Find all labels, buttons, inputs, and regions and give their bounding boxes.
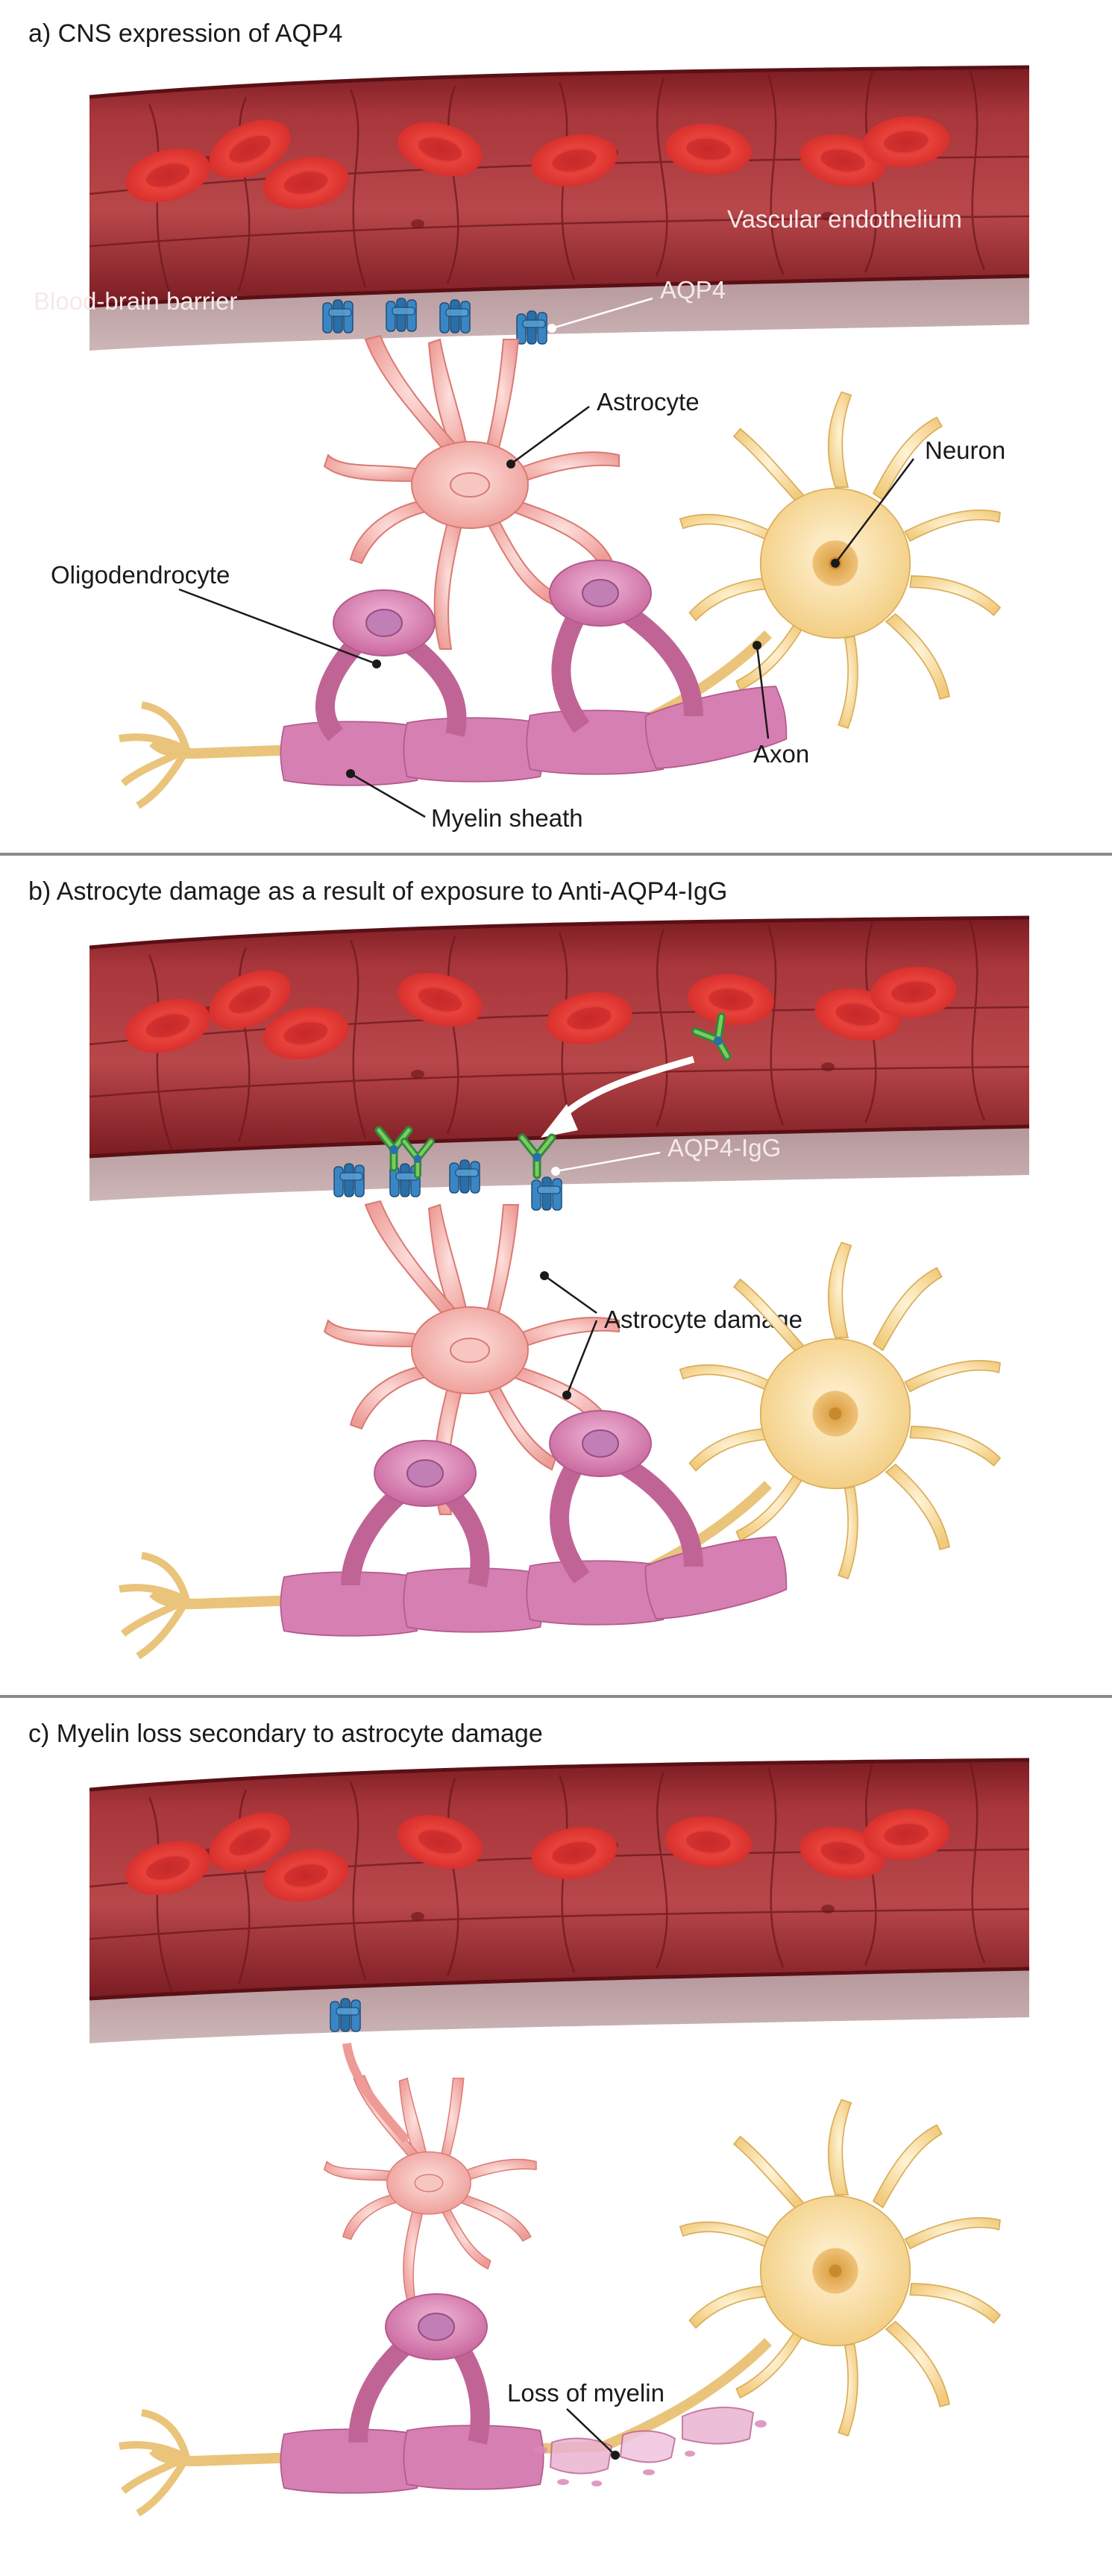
axon-leader xyxy=(756,645,770,739)
panel-c-title: c) Myelin loss secondary to astrocyte da… xyxy=(28,1720,543,1748)
panel-a: a) CNS expression of AQP4 Vascular endot… xyxy=(0,0,1112,850)
label-aqp4: AQP4 xyxy=(660,276,726,304)
degraded-myelin xyxy=(534,2407,767,2486)
astrocyte-damage-leader-1 xyxy=(544,1274,597,1314)
loss-of-myelin-leader xyxy=(566,2408,616,2456)
blood-vessel xyxy=(89,1760,1029,2043)
label-blood-brain-barrier: Blood-brain barrier xyxy=(34,287,237,315)
panel-a-title: a) CNS expression of AQP4 xyxy=(28,19,342,48)
label-myelin-sheath: Myelin sheath xyxy=(431,804,583,832)
panel-a-diagram: a) CNS expression of AQP4 Vascular endot… xyxy=(0,0,1112,850)
axon-terminals xyxy=(119,1552,190,1660)
divider-1 xyxy=(0,853,1112,856)
panel-c: c) Myelin loss secondary to astrocyte da… xyxy=(0,1700,1112,2576)
label-loss-of-myelin: Loss of myelin xyxy=(507,2379,665,2407)
igg-arrowhead xyxy=(541,1104,578,1138)
divider-2 xyxy=(0,1695,1112,1698)
oligodendrocyte-leader xyxy=(178,588,377,665)
axon-terminals xyxy=(119,2409,190,2517)
label-oligodendrocyte: Oligodendrocyte xyxy=(51,561,230,589)
panel-c-diagram: c) Myelin loss secondary to astrocyte da… xyxy=(0,1700,1112,2576)
panel-b-title: b) Astrocyte damage as a result of expos… xyxy=(28,877,727,906)
igg-arrow xyxy=(556,1056,695,1122)
aqp4-channels xyxy=(330,1998,361,2032)
astrocyte-endfoot-process xyxy=(342,2043,410,2144)
label-neuron: Neuron xyxy=(925,436,1005,464)
blood-vessel xyxy=(89,918,1029,1201)
neuron-leader xyxy=(835,458,914,564)
panel-b: b) Astrocyte damage as a result of expos… xyxy=(0,858,1112,1693)
astrocyte-damage-leader-2 xyxy=(565,1320,598,1396)
panel-b-diagram: b) Astrocyte damage as a result of expos… xyxy=(0,858,1112,1693)
oligodendrocyte xyxy=(385,2293,488,2360)
axon-terminals xyxy=(119,701,190,809)
aqp4-leader xyxy=(551,297,653,330)
label-axon: Axon xyxy=(753,740,809,768)
aqp4-igg-leader xyxy=(555,1151,661,1173)
label-aqp4-igg: AQP4-IgG xyxy=(667,1134,781,1162)
myelin-sheath xyxy=(280,2425,544,2494)
astrocyte-leader xyxy=(510,405,590,466)
myelin-sheath-leader xyxy=(350,772,426,818)
label-vascular-endothelium: Vascular endothelium xyxy=(727,205,962,233)
label-astrocyte: Astrocyte xyxy=(597,388,700,416)
